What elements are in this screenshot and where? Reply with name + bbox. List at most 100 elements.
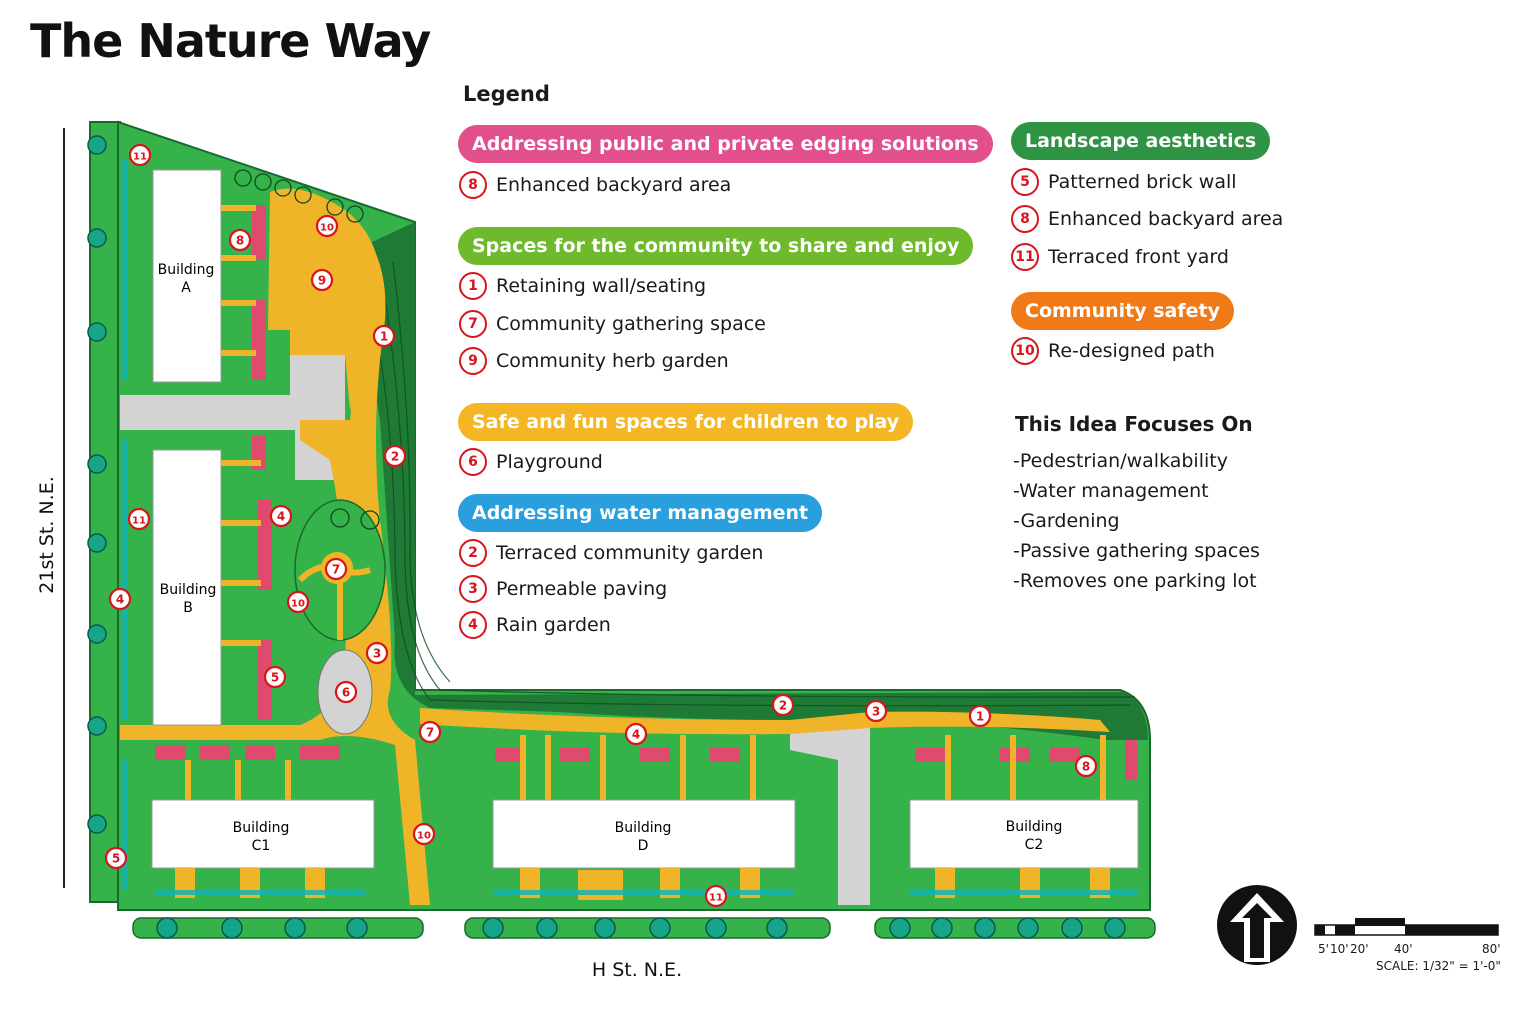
legend-item-label: Terraced front yard (1048, 246, 1229, 268)
scale-bar (1314, 918, 1499, 936)
building-a-label-2: A (181, 280, 191, 296)
legend-item-label: Enhanced backyard area (496, 174, 732, 196)
marker-icon: 7 (459, 310, 487, 338)
legend-item-label: Enhanced backyard area (1048, 208, 1284, 230)
focus-item: -Water management (1013, 480, 1209, 502)
scale-tick-40: 40' (1394, 942, 1413, 956)
scale-tick-20: 20' (1350, 942, 1369, 956)
map-marker-label: 4 (277, 510, 285, 524)
map-marker-8 (1074, 754, 1098, 778)
map-marker-label: 11 (133, 152, 147, 163)
map-marker-label: 8 (1082, 760, 1090, 774)
building-b-label-1: Building (160, 582, 217, 598)
map-marker-8 (228, 228, 252, 252)
map-marker-label: 5 (112, 852, 120, 866)
street-h-label: H St. N.E. (592, 959, 682, 981)
legend-item: 8 Enhanced backyard area (1011, 205, 1283, 233)
map-marker-3 (365, 641, 389, 665)
map-marker-label: 10 (417, 831, 431, 842)
scale-tick-80: 80' (1482, 942, 1501, 956)
map-marker-label: 1 (380, 330, 388, 344)
page-title: The Nature Way (30, 14, 431, 68)
building-a-label-1: Building (158, 262, 215, 278)
marker-icon: 2 (459, 539, 487, 567)
legend-group-community: Spaces for the community to share and en… (458, 227, 974, 265)
street-21st-label: 21st St. N.E. (36, 476, 58, 593)
legend-item: 5 Patterned brick wall (1011, 168, 1237, 196)
legend-item-label: Retaining wall/seating (496, 275, 707, 297)
building-c1-label-1: Building (233, 820, 290, 836)
marker-icon: 6 (459, 448, 487, 476)
map-marker-11 (704, 884, 728, 908)
legend-group-safety: Community safety (1011, 292, 1234, 330)
map-marker-11 (128, 143, 152, 167)
legend-item: 1 Retaining wall/seating (459, 272, 706, 300)
map-marker-label: 8 (236, 234, 244, 248)
map-marker-label: 4 (116, 593, 124, 607)
map-marker-10 (412, 822, 436, 846)
scale-caption: SCALE: 1/32" = 1'-0" (1376, 959, 1501, 973)
marker-icon: 8 (1011, 205, 1039, 233)
legend-item-label: Patterned brick wall (1048, 171, 1237, 193)
marker-icon: 11 (1011, 243, 1039, 271)
map-marker-6 (334, 680, 358, 704)
map-marker-label: 10 (291, 599, 305, 610)
map-marker-label: 3 (872, 705, 880, 719)
building-c2-label-2: C2 (1025, 837, 1044, 853)
map-marker-label: 11 (709, 893, 723, 904)
map-marker-10 (315, 214, 339, 238)
marker-icon: 4 (459, 611, 487, 639)
marker-icon: 5 (1011, 168, 1039, 196)
map-marker-label: 11 (132, 516, 146, 527)
map-marker-label: 7 (332, 563, 340, 577)
focus-heading: This Idea Focuses On (1015, 412, 1253, 436)
legend-item-label: Community herb garden (496, 350, 729, 372)
map-marker-label: 1 (976, 710, 984, 724)
map-marker-label: 4 (632, 728, 640, 742)
legend-item: 7 Community gathering space (459, 310, 766, 338)
legend-group-water: Addressing water management (458, 494, 823, 532)
map-marker-5 (263, 665, 287, 689)
legend-group-aesthetics: Landscape aesthetics (1011, 122, 1271, 160)
map-marker-4 (624, 722, 648, 746)
scale-tick-5: 5' (1318, 942, 1329, 956)
map-marker-label: 9 (318, 274, 326, 288)
legend-group-children: Safe and fun spaces for children to play (458, 403, 914, 441)
map-marker-2 (771, 693, 795, 717)
map-marker-label: 2 (391, 450, 399, 464)
legend-heading: Legend (463, 82, 550, 106)
legend-item-label: Re-designed path (1048, 340, 1215, 362)
map-marker-5 (104, 846, 128, 870)
north-arrow-icon (1217, 885, 1297, 965)
map-marker-7 (418, 720, 442, 744)
map-marker-label: 10 (320, 223, 334, 234)
map-marker-11 (127, 507, 151, 531)
building-c1-label-2: C1 (252, 838, 271, 854)
building-b-label-2: B (183, 600, 193, 616)
map-marker-label: 6 (342, 686, 350, 700)
marker-icon: 3 (459, 575, 487, 603)
focus-item: -Removes one parking lot (1013, 570, 1257, 592)
map-marker-label: 2 (779, 699, 787, 713)
map-marker-2 (383, 444, 407, 468)
map-marker-9 (310, 268, 334, 292)
scale-tick-10: 10' (1330, 942, 1349, 956)
legend-item-label: Community gathering space (496, 313, 766, 335)
building-d-label-2: D (638, 838, 649, 854)
map-marker-label: 5 (271, 671, 279, 685)
focus-item: -Passive gathering spaces (1013, 540, 1260, 562)
marker-icon: 1 (459, 272, 487, 300)
map-marker-7 (324, 557, 348, 581)
map-marker-4 (108, 587, 132, 611)
legend-group-edging: Addressing public and private edging sol… (458, 125, 993, 163)
map-marker-label: 7 (426, 726, 434, 740)
